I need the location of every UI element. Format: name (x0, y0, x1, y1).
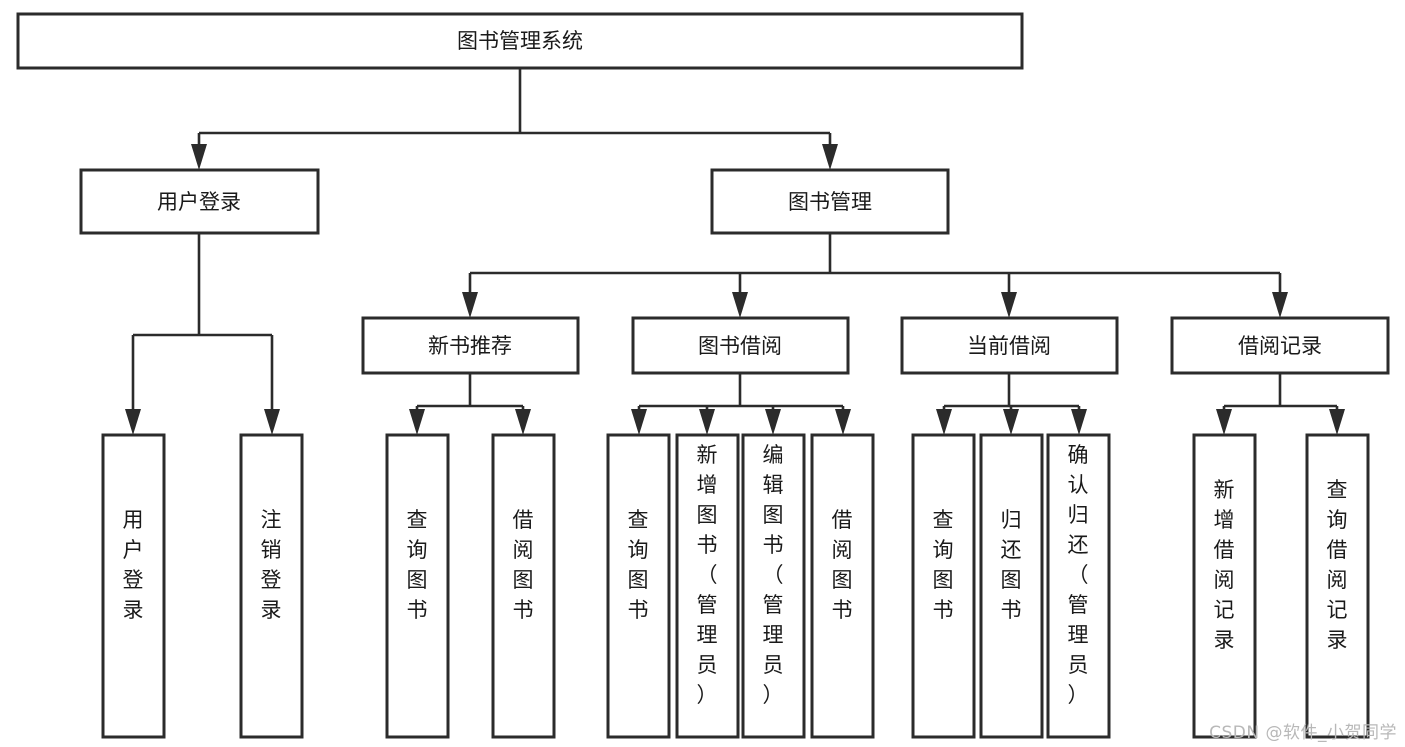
arrowhead-leaf-query-book-1 (409, 409, 425, 435)
node-book-management-box[interactable] (710, 168, 950, 235)
node-new-book-recommend-box[interactable] (361, 316, 580, 375)
node-leaf-user-login-label: 用户登录 (123, 508, 144, 622)
node-leaf-confirm-return-box[interactable] (1046, 433, 1111, 739)
node-leaf-user-login[interactable]: 用户登录 (101, 433, 166, 739)
node-leaf-borrow-book-2[interactable]: 借阅图书 (810, 433, 875, 739)
arrowhead-leaf-edit-book (765, 409, 781, 435)
arrowhead-leaf-logout (264, 409, 280, 435)
arrowhead-leaf-query-book-2 (631, 409, 647, 435)
node-leaf-logout[interactable]: 注销登录 (239, 433, 304, 739)
node-leaf-query-book-2-label: 查询图书 (628, 508, 649, 622)
arrowhead-book-management (822, 144, 838, 170)
arrowhead-leaf-add-book (699, 409, 715, 435)
node-leaf-return-book-box[interactable] (979, 433, 1044, 739)
node-leaf-add-record-box[interactable] (1192, 433, 1257, 739)
node-leaf-borrow-book-1[interactable]: 借阅图书 (491, 433, 556, 739)
arrowhead-leaf-query-record (1329, 409, 1345, 435)
node-book-borrow-box[interactable] (631, 316, 850, 375)
node-leaf-borrow-book-1-box[interactable] (491, 433, 556, 739)
node-leaf-return-book-label: 归还图书 (1001, 508, 1022, 622)
arrowhead-new-book-recommend (462, 292, 478, 318)
arrowhead-book-borrow (732, 292, 748, 318)
node-root[interactable]: 图书管理系统 (16, 12, 1024, 70)
arrowhead-leaf-borrow-book-1 (515, 409, 531, 435)
node-leaf-logout-box[interactable] (239, 433, 304, 739)
node-leaf-query-book-3[interactable]: 查询图书 (911, 433, 976, 739)
node-leaf-logout-label: 注销登录 (261, 508, 282, 622)
node-user-login-label: 用户登录 (157, 190, 241, 214)
arrowhead-user-login (191, 144, 207, 170)
arrowhead-leaf-confirm-return (1071, 409, 1087, 435)
node-leaf-edit-book-box[interactable] (741, 433, 806, 739)
arrowhead-borrow-record (1272, 292, 1288, 318)
node-leaf-confirm-return-label: 确认归还（管理员） (1068, 443, 1089, 707)
connector-layer (125, 68, 1345, 435)
node-current-borrow[interactable]: 当前借阅 (900, 316, 1119, 375)
node-leaf-user-login-box[interactable] (101, 433, 166, 739)
node-leaf-edit-book-label: 编辑图书（管理员） (763, 443, 784, 707)
node-leaf-borrow-book-2-box[interactable] (810, 433, 875, 739)
node-book-borrow[interactable]: 图书借阅 (631, 316, 850, 375)
node-leaf-query-record-label: 查询借阅记录 (1327, 478, 1348, 652)
node-leaf-query-record-box[interactable] (1305, 433, 1370, 739)
node-leaf-add-book[interactable]: 新增图书（管理员） (675, 433, 740, 739)
node-new-book-recommend[interactable]: 新书推荐 (361, 316, 580, 375)
node-leaf-add-record[interactable]: 新增借阅记录 (1192, 433, 1257, 739)
node-new-book-recommend-label: 新书推荐 (428, 334, 512, 358)
node-leaf-add-record-label: 新增借阅记录 (1214, 478, 1235, 652)
node-book-borrow-label: 图书借阅 (698, 334, 782, 358)
arrowhead-leaf-query-book-3 (936, 409, 952, 435)
node-borrow-record-box[interactable] (1170, 316, 1390, 375)
node-leaf-query-book-1-label: 查询图书 (407, 508, 428, 622)
node-leaf-query-book-1[interactable]: 查询图书 (385, 433, 450, 739)
node-leaf-add-book-box[interactable] (675, 433, 740, 739)
node-user-login[interactable]: 用户登录 (79, 168, 320, 235)
node-root-box[interactable] (16, 12, 1024, 70)
node-user-login-box[interactable] (79, 168, 320, 235)
node-leaf-borrow-book-2-label: 借阅图书 (832, 508, 853, 622)
node-borrow-record-label: 借阅记录 (1238, 334, 1322, 358)
arrowhead-leaf-user-login (125, 409, 141, 435)
arrowhead-leaf-add-record (1216, 409, 1232, 435)
csdn-watermark: CSDN @软件_小贺同学 (1209, 723, 1397, 743)
node-root-label: 图书管理系统 (457, 29, 583, 53)
node-leaf-borrow-book-1-label: 借阅图书 (513, 508, 534, 622)
node-leaf-query-book-1-box[interactable] (385, 433, 450, 739)
arrowhead-leaf-borrow-book-2 (835, 409, 851, 435)
node-leaf-add-book-label: 新增图书（管理员） (697, 443, 718, 707)
node-leaf-query-book-3-label: 查询图书 (933, 508, 954, 622)
node-leaf-query-book-2[interactable]: 查询图书 (606, 433, 671, 739)
node-current-borrow-label: 当前借阅 (967, 334, 1051, 358)
node-leaf-query-book-2-box[interactable] (606, 433, 671, 739)
node-leaf-return-book[interactable]: 归还图书 (979, 433, 1044, 739)
node-leaf-edit-book[interactable]: 编辑图书（管理员） (741, 433, 806, 739)
node-borrow-record[interactable]: 借阅记录 (1170, 316, 1390, 375)
node-leaf-query-record[interactable]: 查询借阅记录 (1305, 433, 1370, 739)
arrowhead-leaf-return-book (1003, 409, 1019, 435)
node-book-management[interactable]: 图书管理 (710, 168, 950, 235)
node-current-borrow-box[interactable] (900, 316, 1119, 375)
arrowhead-current-borrow (1001, 292, 1017, 318)
node-leaf-query-book-3-box[interactable] (911, 433, 976, 739)
node-leaf-confirm-return[interactable]: 确认归还（管理员） (1046, 433, 1111, 739)
node-book-management-label: 图书管理 (788, 190, 872, 214)
